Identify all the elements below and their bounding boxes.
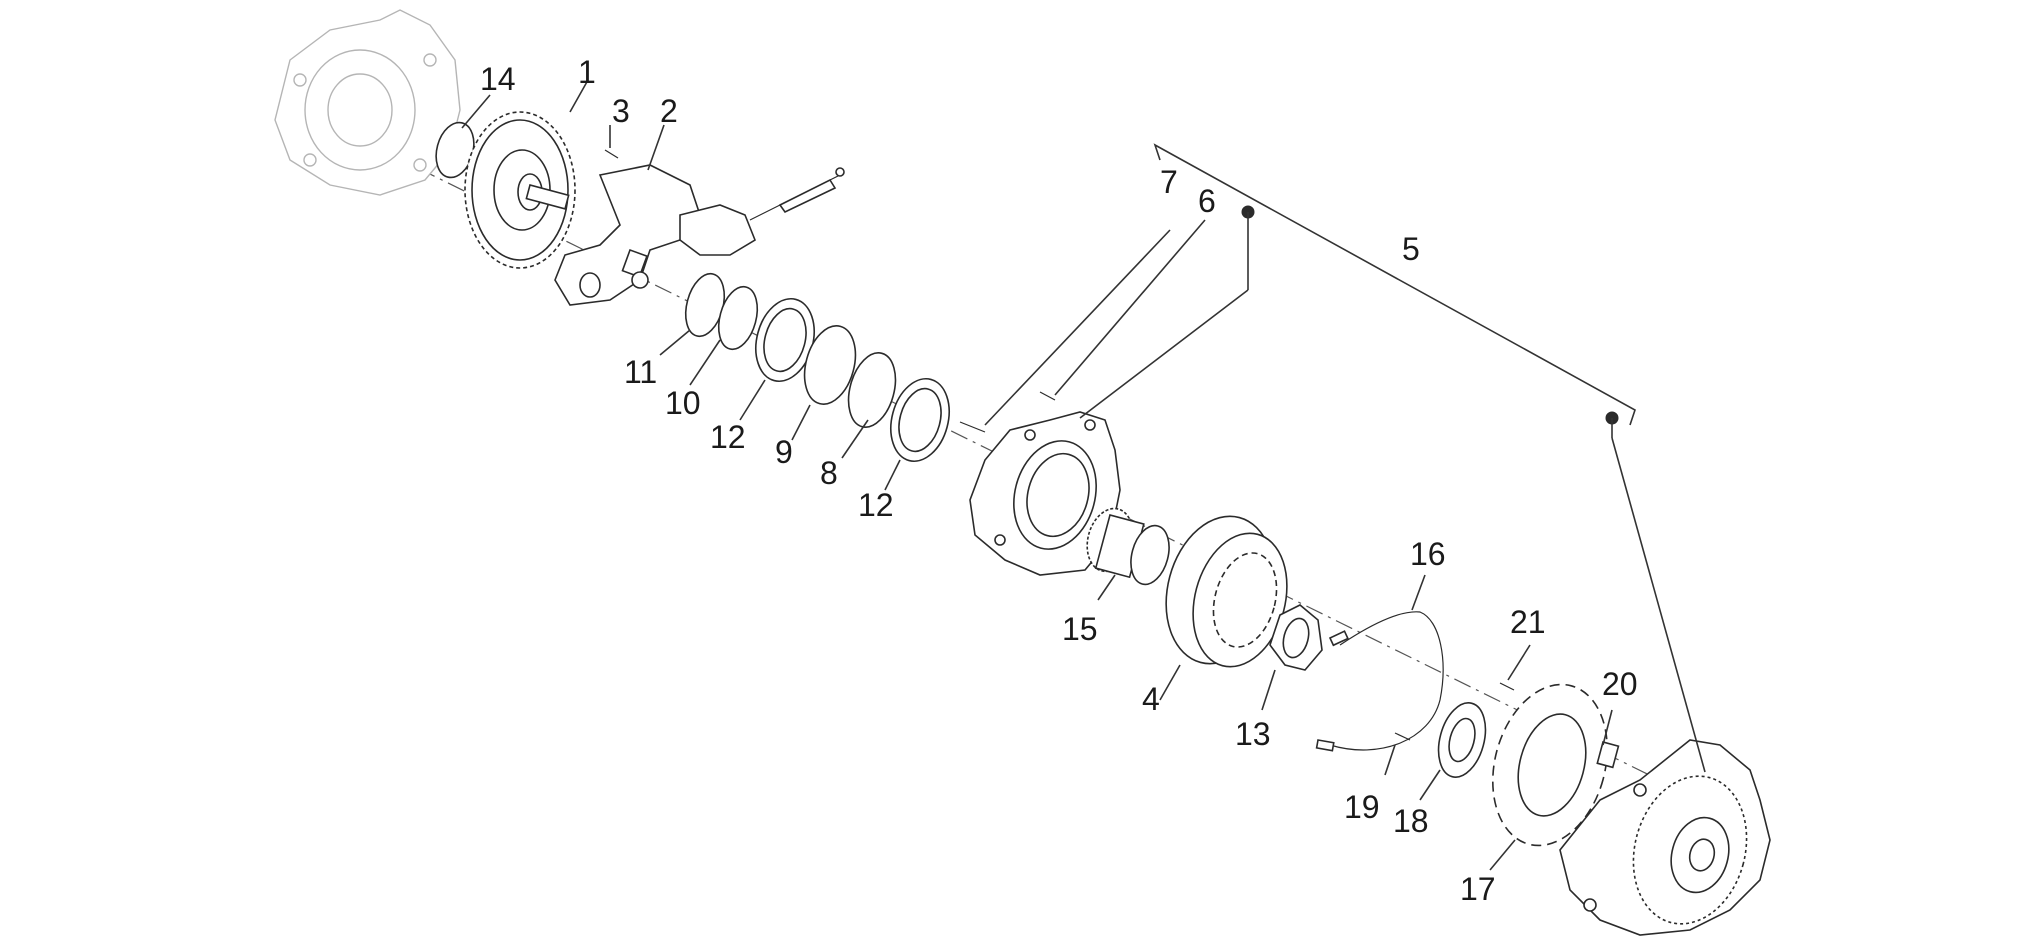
callout-14: 14 bbox=[480, 61, 516, 97]
part-18-plate bbox=[1437, 702, 1487, 778]
part-12-bearing-b bbox=[890, 377, 950, 463]
part-20-connector bbox=[1596, 741, 1620, 769]
part-19-screw bbox=[1394, 732, 1411, 741]
callout-4: 4 bbox=[1142, 681, 1160, 717]
part-10-ring bbox=[717, 285, 759, 351]
part-6-screw bbox=[1039, 391, 1056, 401]
part-4-rotor bbox=[1165, 515, 1288, 668]
callout-19: 19 bbox=[1344, 789, 1380, 825]
callout-20: 20 bbox=[1602, 666, 1638, 702]
callout-7: 7 bbox=[1160, 164, 1178, 200]
callout-3: 3 bbox=[612, 93, 630, 129]
callout-13: 13 bbox=[1235, 716, 1271, 752]
callout-8: 8 bbox=[820, 455, 838, 491]
leader-lines bbox=[461, 79, 1613, 871]
callout-11: 11 bbox=[624, 354, 657, 390]
part-12-bearing-a bbox=[755, 297, 815, 383]
part-3-screw bbox=[604, 149, 619, 159]
callout-5: 5 bbox=[1402, 231, 1420, 267]
assembly-5-bracket bbox=[1079, 143, 1706, 773]
engine-casing bbox=[274, 9, 461, 196]
callout-17: 17 bbox=[1460, 871, 1496, 907]
callout-6: 6 bbox=[1198, 183, 1216, 219]
part-21-screw bbox=[1499, 682, 1515, 691]
callout-2: 2 bbox=[660, 93, 678, 129]
callout-15: 15 bbox=[1062, 611, 1098, 647]
part-15-gear-sleeve bbox=[1086, 507, 1170, 586]
callout-18: 18 bbox=[1393, 803, 1429, 839]
part-9-ring bbox=[803, 325, 857, 405]
callout-9: 9 bbox=[775, 434, 793, 470]
callout-16: 16 bbox=[1410, 536, 1446, 572]
part-16-cable bbox=[1329, 611, 1444, 751]
callout-12b: 12 bbox=[858, 487, 894, 523]
part-8-ring bbox=[847, 352, 897, 428]
callout-labels: 1 2 3 4 5 6 7 8 9 10 11 12 12 13 14 15 1… bbox=[480, 54, 1638, 907]
callout-10: 10 bbox=[665, 385, 701, 421]
housing-plate bbox=[969, 411, 1121, 576]
callout-21: 21 bbox=[1510, 604, 1546, 640]
part-17-stator bbox=[1491, 683, 1609, 847]
part-1-gear bbox=[464, 111, 576, 269]
assembly-axis bbox=[299, 109, 1701, 801]
part-13-nut bbox=[1269, 604, 1323, 671]
part-2-actuator bbox=[554, 164, 845, 306]
part-7-bolt bbox=[959, 421, 986, 433]
callout-12a: 12 bbox=[710, 419, 746, 455]
generator-housing bbox=[1559, 739, 1771, 936]
callout-1: 1 bbox=[578, 54, 596, 90]
